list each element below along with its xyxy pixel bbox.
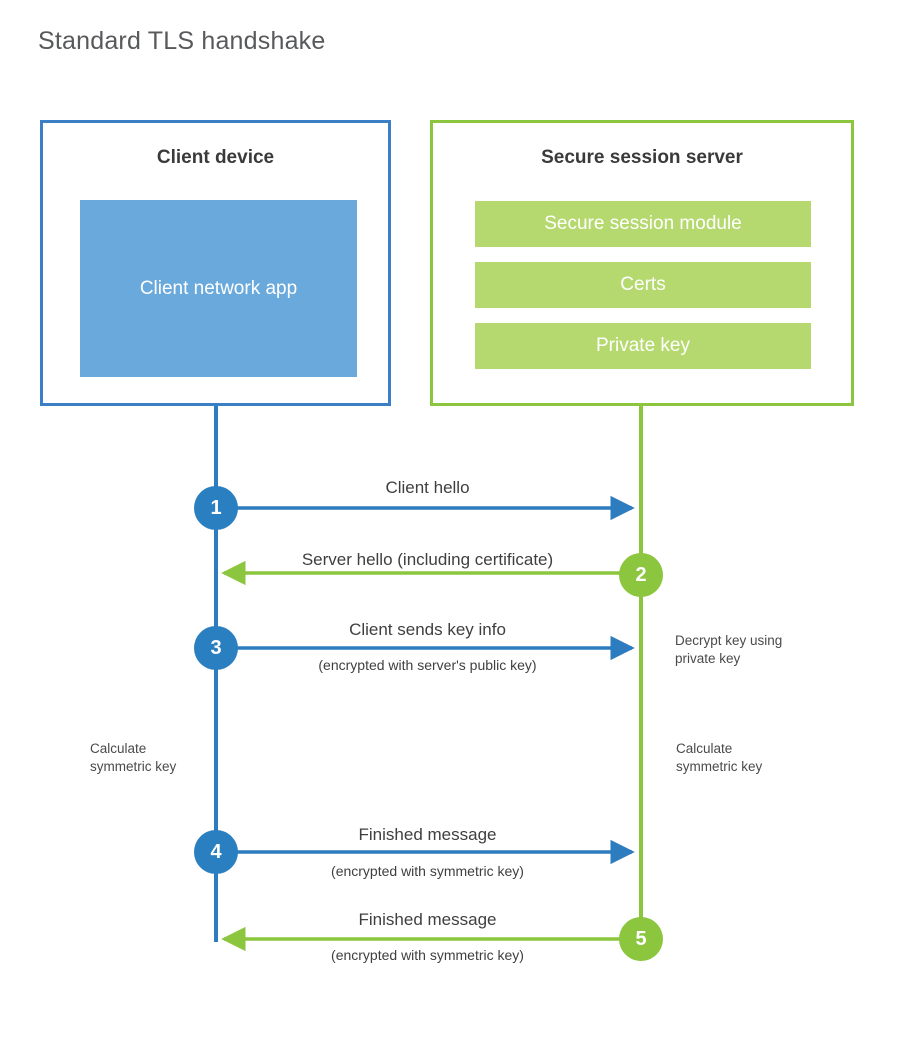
note-decrypt-key: Decrypt key using private key — [675, 633, 783, 667]
step-sublabel-3: (encrypted with server's public key) — [318, 657, 537, 673]
server-lifeline — [639, 406, 643, 939]
server-module-private-key: Private key — [475, 323, 811, 369]
step-sublabel-5: (encrypted with symmetric key) — [331, 947, 524, 963]
step-marker-5[interactable]: 5 — [619, 917, 663, 961]
server-module-secure-session: Secure session module — [475, 201, 811, 247]
step-marker-3[interactable]: 3 — [194, 626, 238, 670]
client-device-box: Client device Client network app — [40, 120, 391, 406]
server-module-stack: Secure session module Certs Private key — [475, 201, 811, 369]
client-lifeline — [214, 406, 218, 942]
client-network-app-block: Client network app — [80, 200, 357, 377]
server-module-certs: Certs — [475, 262, 811, 308]
client-device-title: Client device — [156, 147, 275, 168]
step-marker-1[interactable]: 1 — [194, 486, 238, 530]
note-calculate-symmetric-key-server: Calculate symmetric key — [676, 741, 763, 775]
note-calculate-symmetric-key-client: Calculate symmetric key — [90, 741, 177, 775]
step-label-3: Client sends key info — [349, 620, 506, 639]
step-label-4: Finished message — [358, 825, 497, 844]
step-marker-2[interactable]: 2 — [619, 553, 663, 597]
step-label-1: Client hello — [385, 478, 470, 497]
page-title: Standard TLS handshake — [38, 27, 326, 55]
secure-session-server-title: Secure session server — [541, 147, 743, 168]
step-label-5: Finished message — [358, 910, 497, 929]
step-sublabel-4: (encrypted with symmetric key) — [331, 863, 524, 879]
secure-session-server-box: Secure session server Secure session mod… — [430, 120, 854, 406]
step-label-2: Server hello (including certificate) — [301, 550, 554, 569]
step-marker-4[interactable]: 4 — [194, 830, 238, 874]
